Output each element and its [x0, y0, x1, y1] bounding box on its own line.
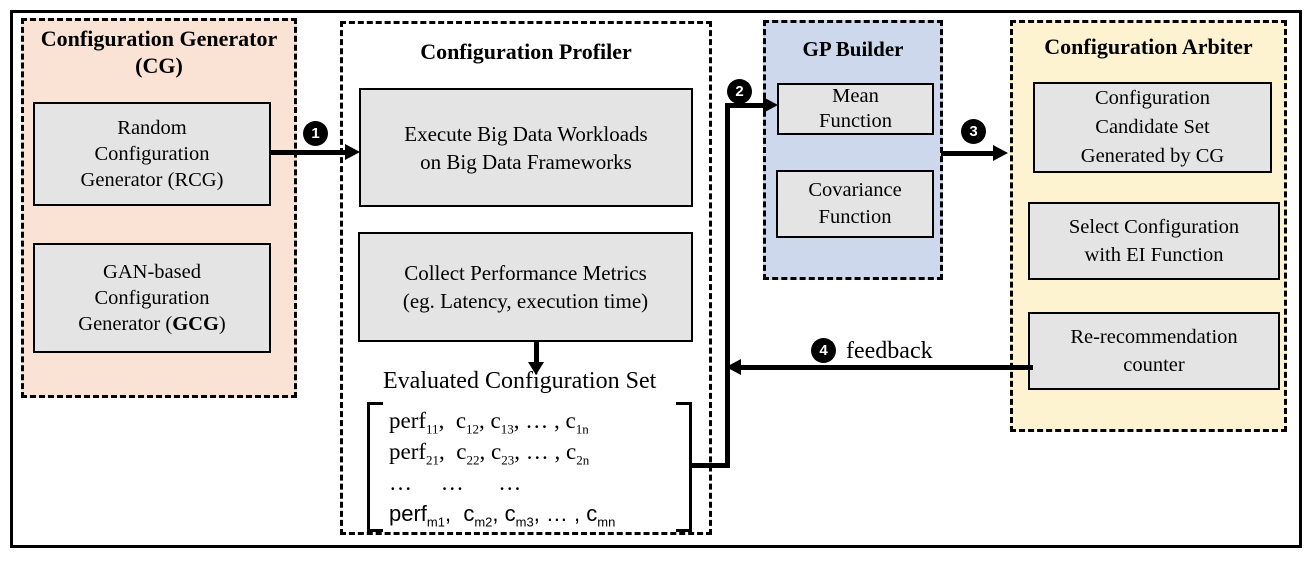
- execute-line1: Execute Big Data Workloads: [404, 121, 648, 146]
- arrow3-head-icon: [993, 145, 1008, 161]
- execute-line2: on Big Data Frameworks: [420, 149, 632, 174]
- collect-down-arrow-head-icon: [528, 362, 544, 375]
- gcg-line3: Generator (GCG): [78, 313, 226, 335]
- collect-line1: Collect Performance Metrics: [404, 261, 647, 285]
- counter-line2: counter: [1123, 354, 1185, 376]
- rcg-line1: Random: [117, 117, 187, 139]
- rcg-line3: Generator (RCG): [80, 169, 224, 191]
- outer-frame: [10, 10, 1302, 548]
- matrix-row: perf21, c22, c23, … , c2n: [389, 439, 590, 468]
- rcg-box: Random Configuration Generator (RCG): [33, 102, 271, 206]
- gcg-line1: GAN-based: [103, 261, 201, 283]
- feedback-label: feedback: [846, 338, 933, 364]
- mean-function-box: Mean Function: [777, 83, 934, 135]
- gcg-box: GAN-based Configuration Generator (GCG): [33, 243, 271, 353]
- step4-badge-icon: 4: [811, 338, 836, 363]
- arbiter-panel-title: Configuration Arbiter: [1044, 34, 1253, 59]
- matrix-output-line: [691, 463, 730, 468]
- matrix-row: perfm1, cm2, cm3, … , cmn: [389, 501, 616, 530]
- candidate-line1: Configuration: [1094, 87, 1210, 109]
- select-line2: with EI Function: [1084, 244, 1224, 266]
- arrow2-vertical-line: [725, 103, 730, 468]
- rcg-line2: Configuration: [94, 143, 210, 165]
- covariance-function-box: Covariance Function: [776, 170, 934, 238]
- feedback-arrow-head-icon: [726, 359, 741, 375]
- matrix-row: perf11, c12, c13, … , c1n: [389, 408, 589, 437]
- profiler-panel-title: Configuration Profiler: [420, 39, 632, 64]
- cg-title-line2: (CG): [135, 53, 183, 78]
- arrow2-head-icon: [763, 97, 778, 113]
- counter-line1: Re-recommendation: [1070, 326, 1238, 348]
- collect-metrics-box: Collect Performance Metrics (eg. Latency…: [358, 232, 693, 342]
- arrow1-head-icon: [345, 144, 360, 160]
- candidate-line2: Candidate Set: [1095, 116, 1210, 138]
- cg-panel-title: Configuration Generator (CG): [21, 25, 297, 79]
- cov-line2: Function: [818, 206, 892, 228]
- mean-line1: Mean: [832, 85, 879, 107]
- step3-badge-icon: 3: [961, 119, 986, 144]
- arrow2-line: [725, 103, 765, 108]
- mean-line2: Function: [819, 110, 892, 132]
- feedback-arrow-line: [738, 365, 1033, 370]
- select-line1: Select Configuration: [1068, 216, 1240, 238]
- cov-line1: Covariance: [808, 179, 902, 201]
- evaluated-set-label: Evaluated Configuration Set: [383, 368, 657, 394]
- gp-panel-title: GP Builder: [802, 37, 904, 61]
- matrix-row: … … …: [389, 470, 522, 495]
- candidate-line3: Generated by CG: [1080, 145, 1225, 167]
- execute-workloads-box: Execute Big Data Workloads on Big Data F…: [359, 88, 693, 207]
- arrow1-line: [270, 150, 348, 155]
- cg-title-line1: Configuration Generator: [40, 26, 278, 51]
- gcg-line2: Configuration: [94, 287, 210, 309]
- candidate-set-box: Configuration Candidate Set Generated by…: [1033, 82, 1272, 173]
- step1-badge-icon: 1: [303, 121, 328, 146]
- matrix-right-bracket: [676, 402, 692, 532]
- collect-line2: (eg. Latency, execution time): [402, 289, 649, 313]
- collect-down-arrow-line: [534, 342, 539, 364]
- arrow3-line: [941, 151, 995, 156]
- matrix-left-bracket: [367, 402, 383, 532]
- select-configuration-box: Select Configuration with EI Function: [1028, 202, 1280, 280]
- step2-badge-icon: 2: [727, 79, 752, 104]
- recommendation-counter-box: Re-recommendation counter: [1028, 312, 1280, 390]
